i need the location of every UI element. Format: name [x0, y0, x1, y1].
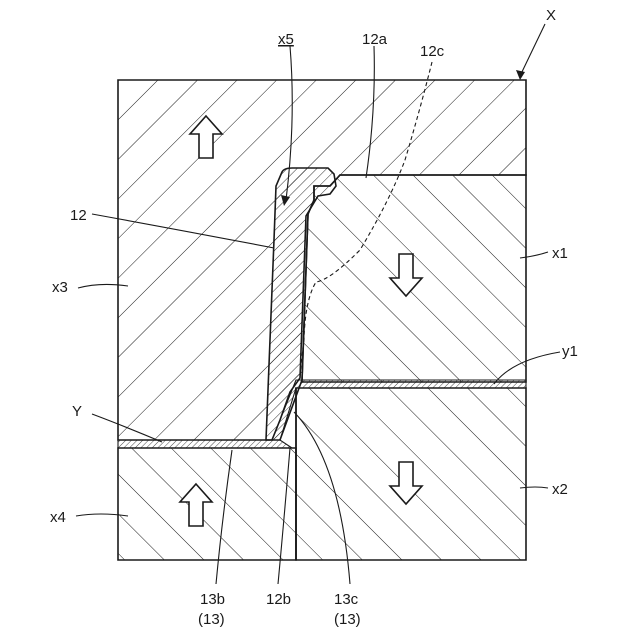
label-x5: x5: [278, 31, 294, 48]
label-12c: 12c: [420, 43, 445, 60]
leader-X: [520, 24, 545, 76]
label-x3: x3: [52, 279, 68, 296]
block-x4: [118, 448, 296, 560]
label-x1: x1: [552, 245, 568, 262]
label-x4: x4: [50, 509, 66, 526]
label-13c-sub: (13): [334, 611, 361, 628]
label-Y: Y: [72, 403, 82, 420]
label-12: 12: [70, 207, 87, 224]
leader-X-head: [516, 70, 525, 80]
label-13b-sub: (13): [198, 611, 225, 628]
label-x2: x2: [552, 481, 568, 498]
label-y1: y1: [562, 343, 578, 360]
leader-x2: [520, 487, 548, 488]
sheet-Y: [118, 440, 292, 448]
label-12a: 12a: [362, 31, 388, 48]
label-13c: 13c: [334, 591, 359, 608]
label-12b: 12b: [266, 591, 291, 608]
label-X: X: [546, 7, 556, 24]
label-13b: 13b: [200, 591, 225, 608]
